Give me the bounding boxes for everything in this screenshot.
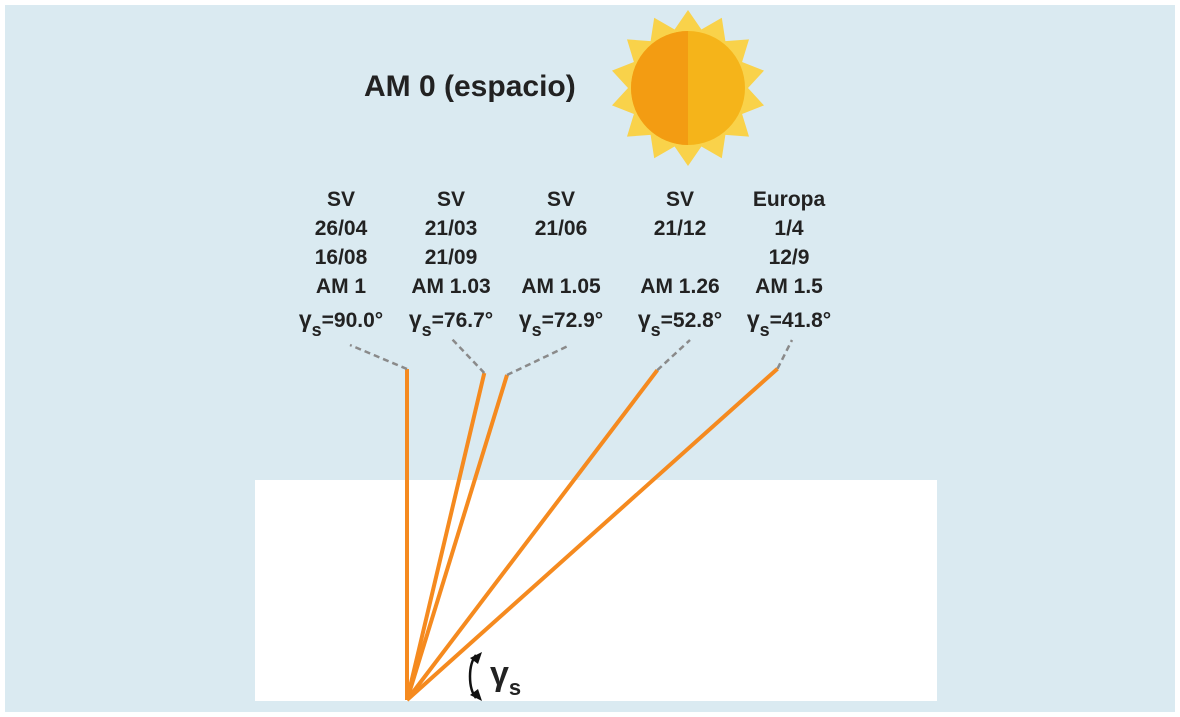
ray-label-line: AM 1.5 <box>755 275 823 298</box>
gamma-symbol: γ <box>490 655 509 693</box>
ray-label-line: 16/08 <box>314 246 368 269</box>
ray-label-line: 21/03 <box>424 217 478 240</box>
ray-label-1: SV 26/04 16/08 AM 1 γs=90.0° <box>276 185 406 340</box>
ray-angle: γs=52.8° <box>615 305 745 340</box>
sun-ray-5 <box>405 367 779 702</box>
ray-angle-value: =72.9° <box>541 309 604 332</box>
ray-label-2: SV 21/03 21/09 AM 1.03 γs=76.7° <box>386 185 516 340</box>
ray-angle-value: =41.8° <box>769 309 832 332</box>
ray-angle: γs=72.9° <box>496 305 626 340</box>
ray-label-line: SV <box>546 188 575 211</box>
ray-label-line: SV <box>436 188 465 211</box>
ray-angle-value: =90.0° <box>321 309 384 332</box>
gamma-symbol: γ <box>408 306 422 332</box>
ray-angle: γs=41.8° <box>724 305 854 340</box>
gamma-subscript: s <box>759 320 770 340</box>
leader-line-2 <box>449 336 486 374</box>
ray-label-4: SV 21/12 AM 1.26 γs=52.8° <box>615 185 745 340</box>
sun-ray-4 <box>405 368 659 702</box>
ground-area <box>255 480 937 701</box>
ray-label-line: 21/09 <box>424 246 478 269</box>
gamma-subscript: s <box>650 320 661 340</box>
leader-line-1 <box>349 343 408 371</box>
sun-ray-3 <box>405 374 509 701</box>
leader-line-5 <box>776 339 794 370</box>
ray-label-5: Europa 1/4 12/9 AM 1.5 γs=41.8° <box>724 185 854 340</box>
ray-label-3: SV 21/06 AM 1.05 γs=72.9° <box>496 185 626 340</box>
sun-core-shade <box>631 31 688 145</box>
ray-angle-value: =52.8° <box>660 309 723 332</box>
ray-label-line: 21/06 <box>534 217 588 240</box>
ray-angle-value: =76.7° <box>431 309 494 332</box>
sun-icon <box>612 10 764 166</box>
ray-label-line: 12/9 <box>768 246 810 269</box>
ray-label-line: 26/04 <box>314 217 368 240</box>
ray-label-line: SV <box>665 188 694 211</box>
leader-line-3 <box>506 343 571 377</box>
gamma-subscript: s <box>311 320 322 340</box>
double-arrow-icon <box>468 652 482 701</box>
gamma-subscript: s <box>531 320 542 340</box>
ray-label-line: AM 1.26 <box>640 275 720 298</box>
sun-rays-group <box>349 336 794 702</box>
page-title: AM 0 (espacio) <box>364 70 576 103</box>
ray-label-line: 21/12 <box>653 217 707 240</box>
ray-label-line: SV <box>326 188 355 211</box>
gamma-symbol: γ <box>637 306 651 332</box>
ray-label-line: Europa <box>752 188 826 211</box>
gamma-symbol: γ <box>746 306 760 332</box>
gamma-subscript: s <box>421 320 432 340</box>
gamma-subscript: s <box>508 675 522 700</box>
gamma-symbol: γ <box>518 306 532 332</box>
ray-label-line: 1/4 <box>774 217 804 240</box>
leader-line-4 <box>656 339 691 372</box>
gamma-symbol: γ <box>298 306 312 332</box>
angle-label: γs <box>490 655 521 700</box>
ray-label-line: AM 1.03 <box>411 275 491 298</box>
ray-label-line <box>496 243 626 272</box>
ray-label-line: AM 1.05 <box>521 275 601 298</box>
ray-angle: γs=90.0° <box>276 305 406 340</box>
ray-label-line: AM 1 <box>315 275 367 298</box>
sun-ray-2 <box>405 372 487 701</box>
ray-angle: γs=76.7° <box>386 305 516 340</box>
